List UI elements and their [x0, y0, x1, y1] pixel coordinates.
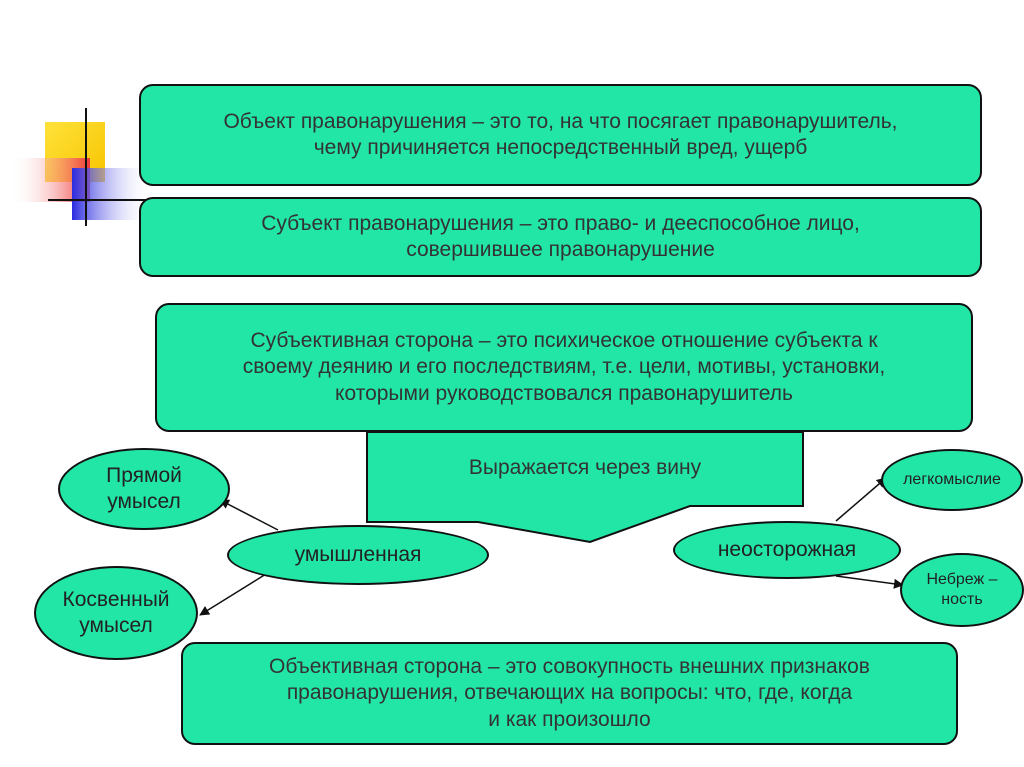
subjective-side-box: Субъективная сторона – это психическое о…	[155, 303, 973, 432]
intent-oval: умышленная	[227, 525, 489, 585]
objective-side-box: Объективная сторона – это совокупность в…	[181, 642, 958, 745]
direct-intent-oval: Прямой умысел	[58, 448, 230, 530]
objective-side-text: Объективная сторона – это совокупность в…	[269, 655, 870, 731]
guilt-arrow-label: Выражается через вину	[468, 456, 702, 479]
connector-intent-direct	[219, 499, 279, 531]
object-definition-text: Объект правонарушения – это то, на что п…	[223, 109, 898, 159]
object-definition-box: Объект правонарушения – это то, на что п…	[139, 84, 982, 186]
connector-intent-indirect	[199, 573, 267, 616]
connector-negligence-carelessness	[835, 575, 904, 589]
subject-definition-text: Субъект правонарушения – это право- и де…	[261, 211, 860, 261]
carelessness-oval: Небреж – ность	[900, 553, 1024, 627]
connector-negligence-frivolity	[835, 477, 887, 522]
frivolity-oval: легкомыслие	[881, 449, 1023, 511]
subject-definition-box: Субъект правонарушения – это право- и де…	[139, 197, 982, 277]
negligence-oval: неосторожная	[673, 521, 901, 579]
subjective-side-text: Субъективная сторона – это психическое о…	[242, 329, 886, 405]
indirect-intent-oval: Косвенный умысел	[34, 566, 198, 660]
